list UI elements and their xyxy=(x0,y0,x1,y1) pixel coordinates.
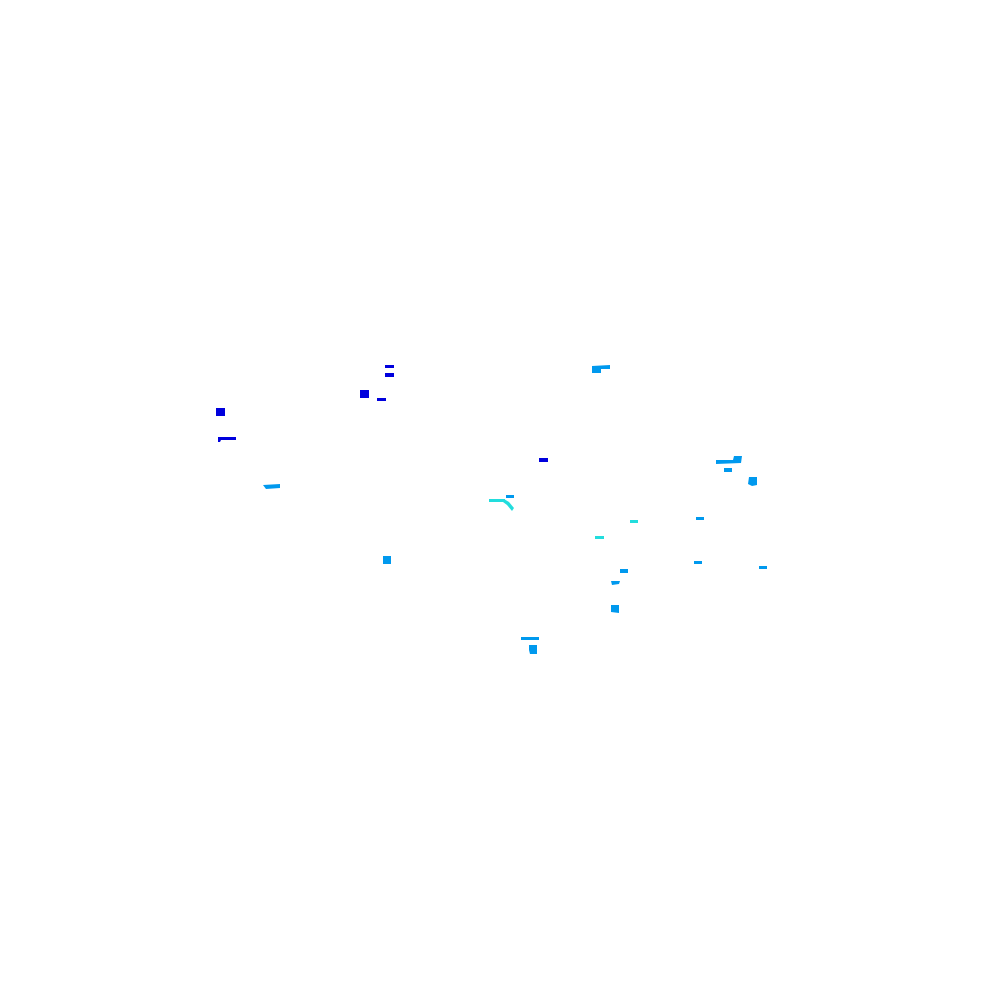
map-mark-22 xyxy=(620,569,628,573)
map-mark-17 xyxy=(595,536,604,539)
map-mark-13 xyxy=(506,495,514,498)
map-mark-05 xyxy=(216,408,225,416)
map-mark-26 xyxy=(529,645,537,654)
map-mark-21 xyxy=(759,566,767,569)
map-mark-23 xyxy=(611,581,620,585)
map-mark-04 xyxy=(377,398,386,401)
map-mark-14 xyxy=(489,499,505,502)
map-mark-20 xyxy=(694,561,702,564)
map-mark-11 xyxy=(748,477,757,486)
map-mark-03 xyxy=(360,390,369,398)
map-mark-01 xyxy=(385,365,394,368)
map-mark-07 xyxy=(539,458,548,462)
map-mark-24 xyxy=(611,605,619,613)
map-features xyxy=(216,365,767,654)
map-mark-06 xyxy=(218,437,236,442)
map-mark-16 xyxy=(630,520,638,523)
map-mark-10 xyxy=(724,468,732,472)
map-mark-25 xyxy=(521,637,539,640)
map-mark-18 xyxy=(696,517,704,520)
map-mark-09 xyxy=(716,456,742,464)
map-mark-08 xyxy=(592,365,610,373)
map-mark-19 xyxy=(383,556,391,564)
map-mark-15 xyxy=(503,499,514,511)
map-mark-12 xyxy=(263,484,280,489)
map-mark-02 xyxy=(385,373,394,377)
